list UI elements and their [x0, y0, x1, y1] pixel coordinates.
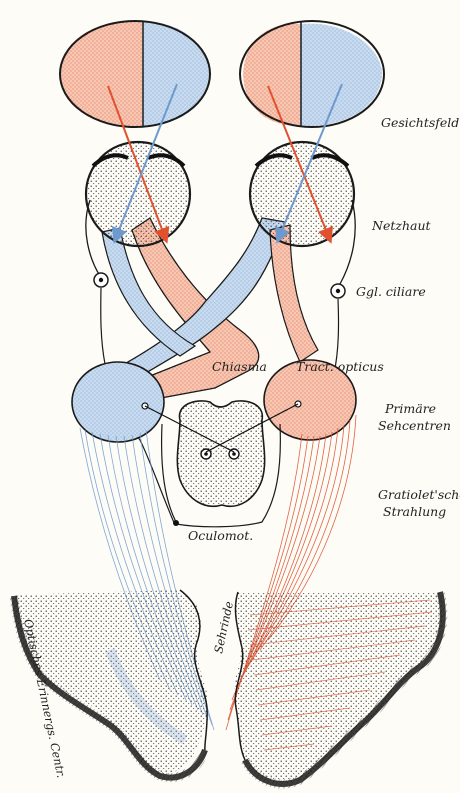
visual-field-left [60, 21, 210, 127]
label-retina: Netzhaut [371, 218, 431, 233]
label-gratiolet-2: Strahlung [383, 504, 446, 519]
label-optic-tract: Tract. opticus [296, 359, 384, 374]
label-primary-centres-2: Sehcentren [378, 418, 451, 433]
visual-field-right [240, 21, 384, 127]
label-chiasma: Chiasma [212, 359, 267, 374]
label-visual-cortex: Sehrinde [211, 600, 236, 655]
label-gratiolet-1: Gratiolet'sche [378, 487, 460, 502]
label-oculomotor: Oculomot. [188, 528, 253, 543]
label-visual-field: Gesichtsfeld [381, 115, 459, 130]
primary-centre-left [72, 362, 164, 442]
label-ciliary-ganglion: Ggl. ciliare [356, 284, 426, 299]
label-primary-centres-1: Primäre [384, 401, 436, 416]
eye-left [86, 142, 190, 246]
eye-right [250, 142, 354, 246]
cortex-right [234, 592, 443, 784]
